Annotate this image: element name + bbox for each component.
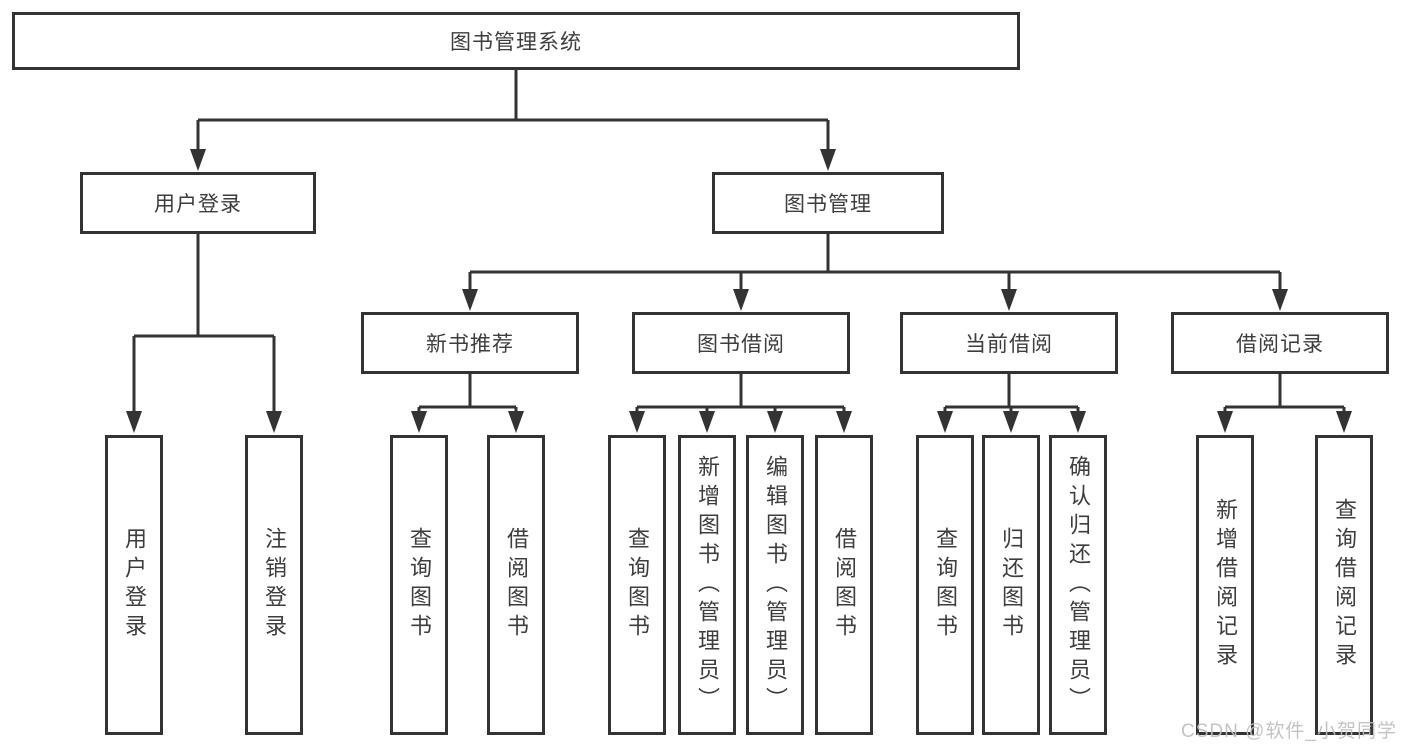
node-user-login: 用户登录 xyxy=(80,172,316,234)
leaf-borrow-borrow-books: 借阅图书 xyxy=(815,435,873,735)
leaf-records-query-record: 查询借阅记录 xyxy=(1315,435,1373,735)
node-new-book-recommend: 新书推荐 xyxy=(361,312,579,374)
node-borrow-records: 借阅记录 xyxy=(1171,312,1389,374)
arrowheads xyxy=(126,149,1352,433)
node-current-borrow: 当前借阅 xyxy=(900,312,1118,374)
leaf-recommend-query-books: 查询图书 xyxy=(390,435,448,735)
node-system-root: 图书管理系统 xyxy=(12,12,1020,70)
leaf-current-confirm-return-admin: 确认归还（管理员） xyxy=(1049,435,1107,735)
leaf-borrow-add-books-admin: 新增图书（管理员） xyxy=(678,435,736,735)
leaf-recommend-borrow-books: 借阅图书 xyxy=(487,435,545,735)
leaf-records-add-record: 新增借阅记录 xyxy=(1196,435,1254,735)
leaf-user-login: 用户登录 xyxy=(105,435,163,735)
leaf-logout: 注销登录 xyxy=(245,435,303,735)
leaf-borrow-query-books: 查询图书 xyxy=(608,435,666,735)
leaf-current-query-books: 查询图书 xyxy=(916,435,974,735)
node-book-management: 图书管理 xyxy=(712,172,944,234)
leaf-current-return-books: 归还图书 xyxy=(982,435,1040,735)
leaf-borrow-edit-books-admin: 编辑图书（管理员） xyxy=(746,435,804,735)
node-book-borrow: 图书借阅 xyxy=(632,312,850,374)
